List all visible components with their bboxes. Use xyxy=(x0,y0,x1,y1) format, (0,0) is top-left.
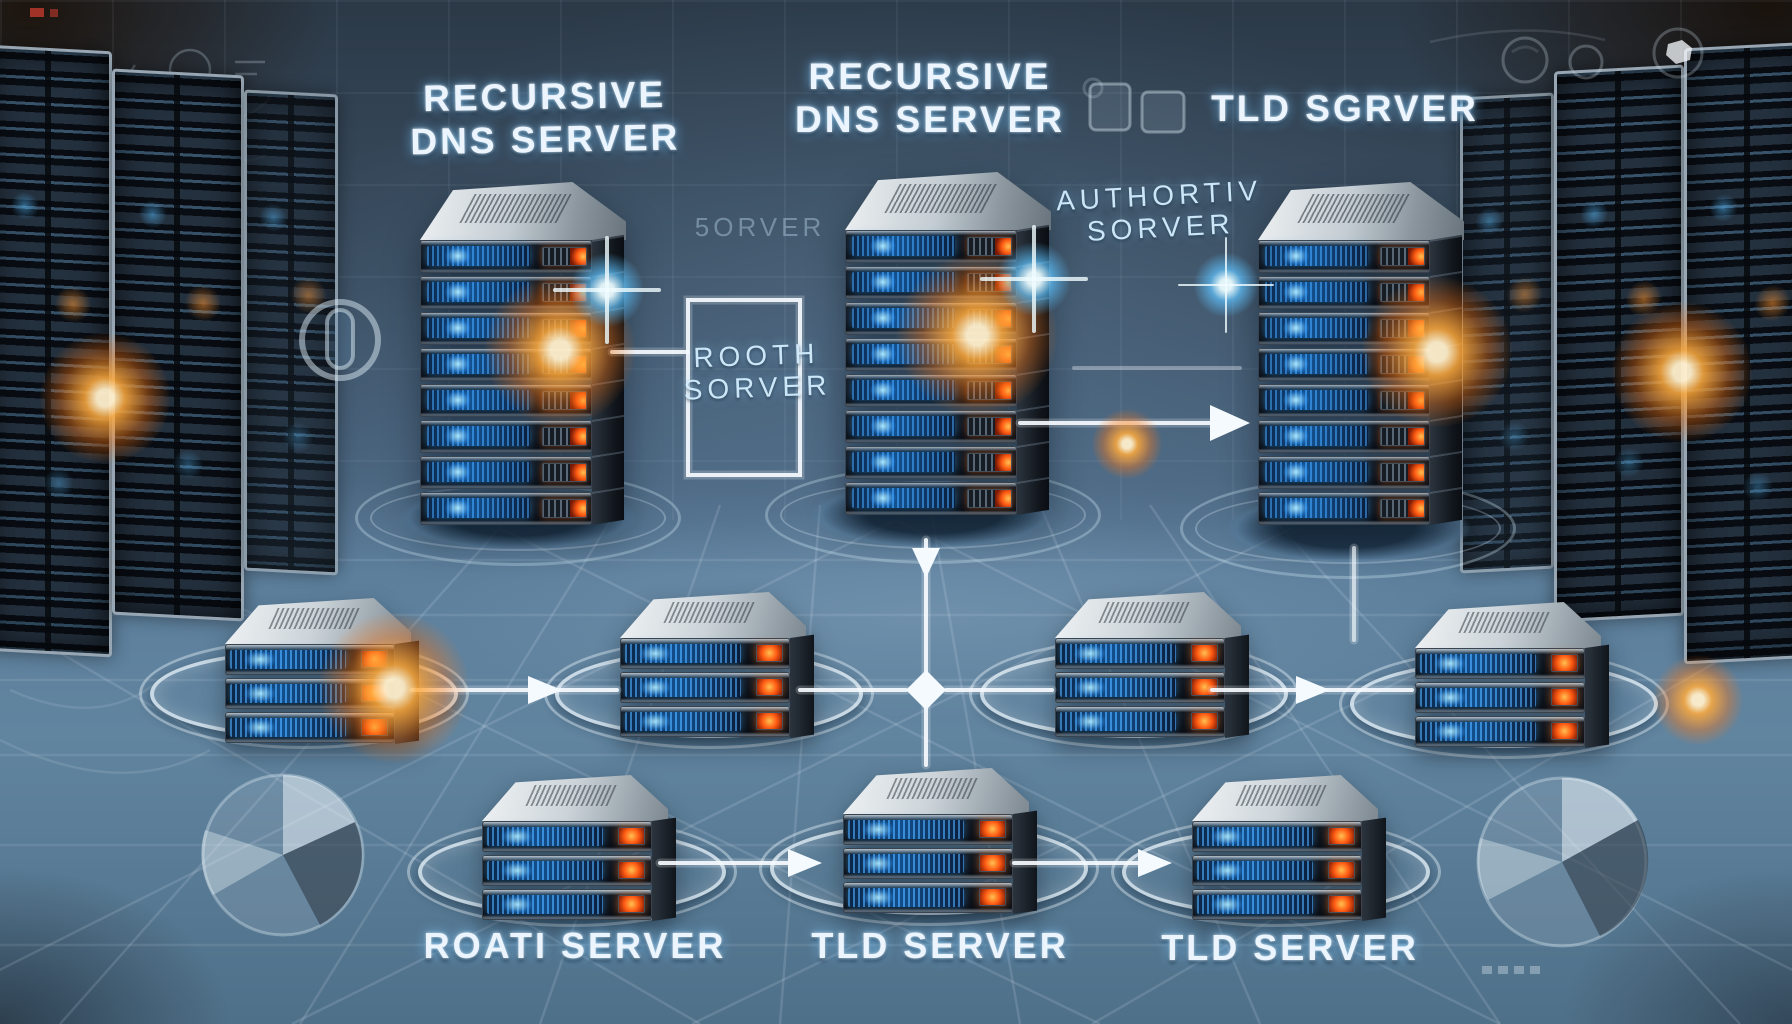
disk-unit xyxy=(1415,716,1585,747)
label-line: ROOTH xyxy=(692,337,820,374)
disk-unit xyxy=(843,882,1013,913)
disk-stack xyxy=(1415,602,1609,748)
server-rack-cabinet xyxy=(244,89,338,576)
disk-unit xyxy=(482,821,652,852)
diamond-node-icon xyxy=(906,670,946,710)
server-unit xyxy=(1258,240,1430,273)
disk-stack xyxy=(620,592,814,738)
label-line: RECURSIVE xyxy=(422,73,667,120)
disk-top-vent xyxy=(620,592,806,638)
tld-server-disk-stack xyxy=(1192,775,1386,921)
disk-unit xyxy=(843,848,1013,879)
cyan-glint xyxy=(552,235,662,345)
disk-unit xyxy=(1192,855,1362,886)
ghost-window-frame-icons xyxy=(1082,77,1186,134)
root-server-disk-stack xyxy=(482,775,676,921)
disk-side-face xyxy=(652,817,676,921)
label-line: TLD SERVER xyxy=(811,925,1069,966)
label-line: TLD SERVER xyxy=(1161,927,1419,968)
server-unit xyxy=(845,410,1017,443)
tld-server-disk-stack xyxy=(843,768,1037,914)
disk-side-face xyxy=(1585,644,1609,748)
disk-side-face xyxy=(1225,634,1249,738)
pie-chart-icon xyxy=(1476,776,1649,974)
label-root-server-mid: ROOTH SORVER xyxy=(682,337,832,407)
dot-row-icon xyxy=(1482,966,1540,974)
disk-unit xyxy=(1415,682,1585,713)
disk-unit xyxy=(1415,648,1585,679)
orange-flare xyxy=(40,333,170,463)
arrow-right-icon xyxy=(1210,405,1250,441)
label-tld-server-bottom-right: TLD SERVER xyxy=(1161,927,1418,969)
orange-flare xyxy=(1653,655,1743,745)
label-line: DNS SERVER xyxy=(410,116,681,163)
disk-unit xyxy=(620,638,790,669)
cyan-glint xyxy=(979,224,1089,334)
label-line: SORVER xyxy=(1086,208,1236,248)
tower-units xyxy=(1258,240,1430,525)
arrow-right-icon xyxy=(1296,676,1330,704)
disk-unit xyxy=(1192,889,1362,920)
disk-top-vent xyxy=(1192,775,1378,821)
disk-unit xyxy=(620,672,790,703)
label-recursive-dns-server-left: RECURSIVE DNS SERVER xyxy=(409,73,681,165)
server-unit xyxy=(1258,420,1430,453)
disk-unit xyxy=(482,855,652,886)
label-line: 5ORVER xyxy=(694,212,826,242)
server-unit xyxy=(845,482,1017,515)
label-line: TLD SGRVER xyxy=(1211,88,1479,129)
disk-unit xyxy=(1055,706,1225,737)
disk-unit xyxy=(843,814,1013,845)
label-line: ROATI SERVER xyxy=(423,925,727,966)
orange-flare xyxy=(319,613,469,763)
label-line: SORVER xyxy=(683,369,832,407)
disk-top-vent xyxy=(843,768,1029,814)
disk-side-face xyxy=(790,634,814,738)
label-tld-server-bottom-center: TLD SERVER xyxy=(811,925,1068,967)
label-tld-server-top: TLD SGRVER xyxy=(1211,88,1479,131)
cyan-glint xyxy=(1178,237,1274,333)
pie-chart-icon xyxy=(201,773,365,937)
disk-unit xyxy=(482,889,652,920)
server-unit xyxy=(420,492,592,525)
label-recursive-dns-server-center: RECURSIVE DNS SERVER xyxy=(795,56,1065,142)
disk-top-vent xyxy=(482,775,668,821)
orange-flare xyxy=(1362,277,1512,427)
server-unit xyxy=(420,456,592,489)
server-unit xyxy=(420,240,592,273)
disk-top-vent xyxy=(1055,592,1241,638)
server-unit xyxy=(845,446,1017,479)
disk-unit xyxy=(620,706,790,737)
disk-unit xyxy=(1055,638,1225,669)
orange-flare xyxy=(1612,302,1752,442)
label-line: DNS SERVER xyxy=(795,98,1065,140)
disk-unit xyxy=(1055,672,1225,703)
label-authoritative-server-mid: AUTHORTIV SORVER xyxy=(1055,175,1264,251)
label-root-server-bottom: ROATI SERVER xyxy=(424,925,727,967)
orange-flare xyxy=(1092,409,1162,479)
status-mark-icons xyxy=(30,8,58,17)
server-unit xyxy=(1258,456,1430,489)
disk-side-face xyxy=(1362,817,1386,921)
tower-top-vent xyxy=(845,172,1051,230)
disk-stack xyxy=(1055,592,1249,738)
tower-top-vent xyxy=(420,182,626,240)
label-line: RECURSIVE xyxy=(808,56,1052,97)
server-unit xyxy=(420,420,592,453)
label-ghost-server: 5ORVER xyxy=(695,212,825,242)
disk-side-face xyxy=(1013,810,1037,914)
disk-top-vent xyxy=(1415,602,1601,648)
tld-server-tower-right xyxy=(1258,182,1464,525)
disk-unit xyxy=(1192,821,1362,852)
server-unit xyxy=(1258,492,1430,525)
tower-top-vent xyxy=(1258,182,1464,240)
